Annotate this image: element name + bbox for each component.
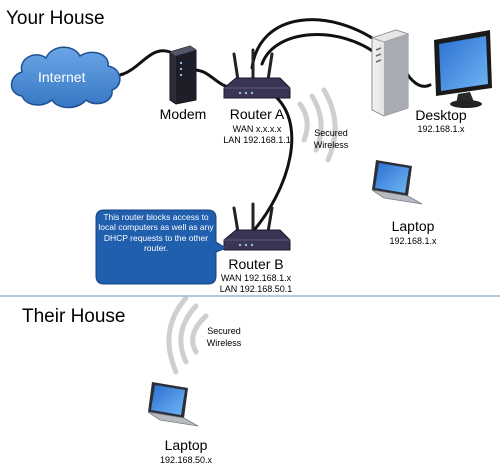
router-a-wireless-waves bbox=[297, 87, 338, 163]
section-title-your-house: Your House bbox=[6, 8, 105, 29]
router-b-lan: LAN 192.168.50.1 bbox=[219, 284, 293, 294]
cables bbox=[118, 18, 432, 237]
internet-label: Internet bbox=[38, 69, 86, 85]
wireless-b-line1: Secured bbox=[207, 326, 241, 336]
wireless-a-line1: Secured bbox=[314, 128, 348, 138]
modem-icon bbox=[169, 45, 197, 105]
cable-router-a-desktop-1 bbox=[250, 18, 380, 70]
cable-monitor-desktop bbox=[403, 68, 432, 88]
laptop-home-label: Laptop bbox=[391, 218, 435, 234]
router-b-icon bbox=[223, 202, 291, 251]
callout-box bbox=[95, 209, 228, 285]
desktop-tower-icon bbox=[370, 29, 410, 117]
wireless-b-line2: Wireless bbox=[206, 338, 242, 348]
cable-internet-modem bbox=[118, 49, 172, 77]
router-a-lan: LAN 192.168.1.1 bbox=[223, 135, 291, 145]
laptop-their-icon bbox=[147, 382, 199, 427]
laptop-home-icon bbox=[371, 160, 423, 205]
router-a-label: Router A bbox=[229, 106, 285, 122]
laptop-home-ip: 192.168.1.x bbox=[389, 236, 437, 246]
desktop-ip: 192.168.1.x bbox=[417, 124, 465, 134]
cable-router-a-desktop-2 bbox=[260, 33, 380, 66]
desktop-monitor-icon bbox=[434, 30, 492, 108]
router-a-icon bbox=[223, 48, 291, 99]
callout-text: This router blocks access to local compu… bbox=[98, 212, 214, 254]
wireless-a-line2: Wireless bbox=[313, 140, 349, 150]
router-b-wan: WAN 192.168.1.x bbox=[220, 273, 292, 283]
cable-router-a-router-b bbox=[248, 90, 294, 237]
router-a-wan: WAN x.x.x.x bbox=[232, 124, 282, 134]
cable-modem-router-a bbox=[192, 68, 234, 90]
desktop-label: Desktop bbox=[415, 107, 467, 123]
laptop-their-ip: 192.168.50.x bbox=[159, 455, 213, 465]
laptop-their-label: Laptop bbox=[164, 437, 208, 453]
internet-cloud bbox=[10, 46, 121, 109]
modem-label: Modem bbox=[159, 106, 207, 122]
router-b-wireless-waves bbox=[166, 295, 209, 375]
section-title-their-house: Their House bbox=[22, 306, 126, 327]
router-b-label: Router B bbox=[228, 256, 284, 272]
